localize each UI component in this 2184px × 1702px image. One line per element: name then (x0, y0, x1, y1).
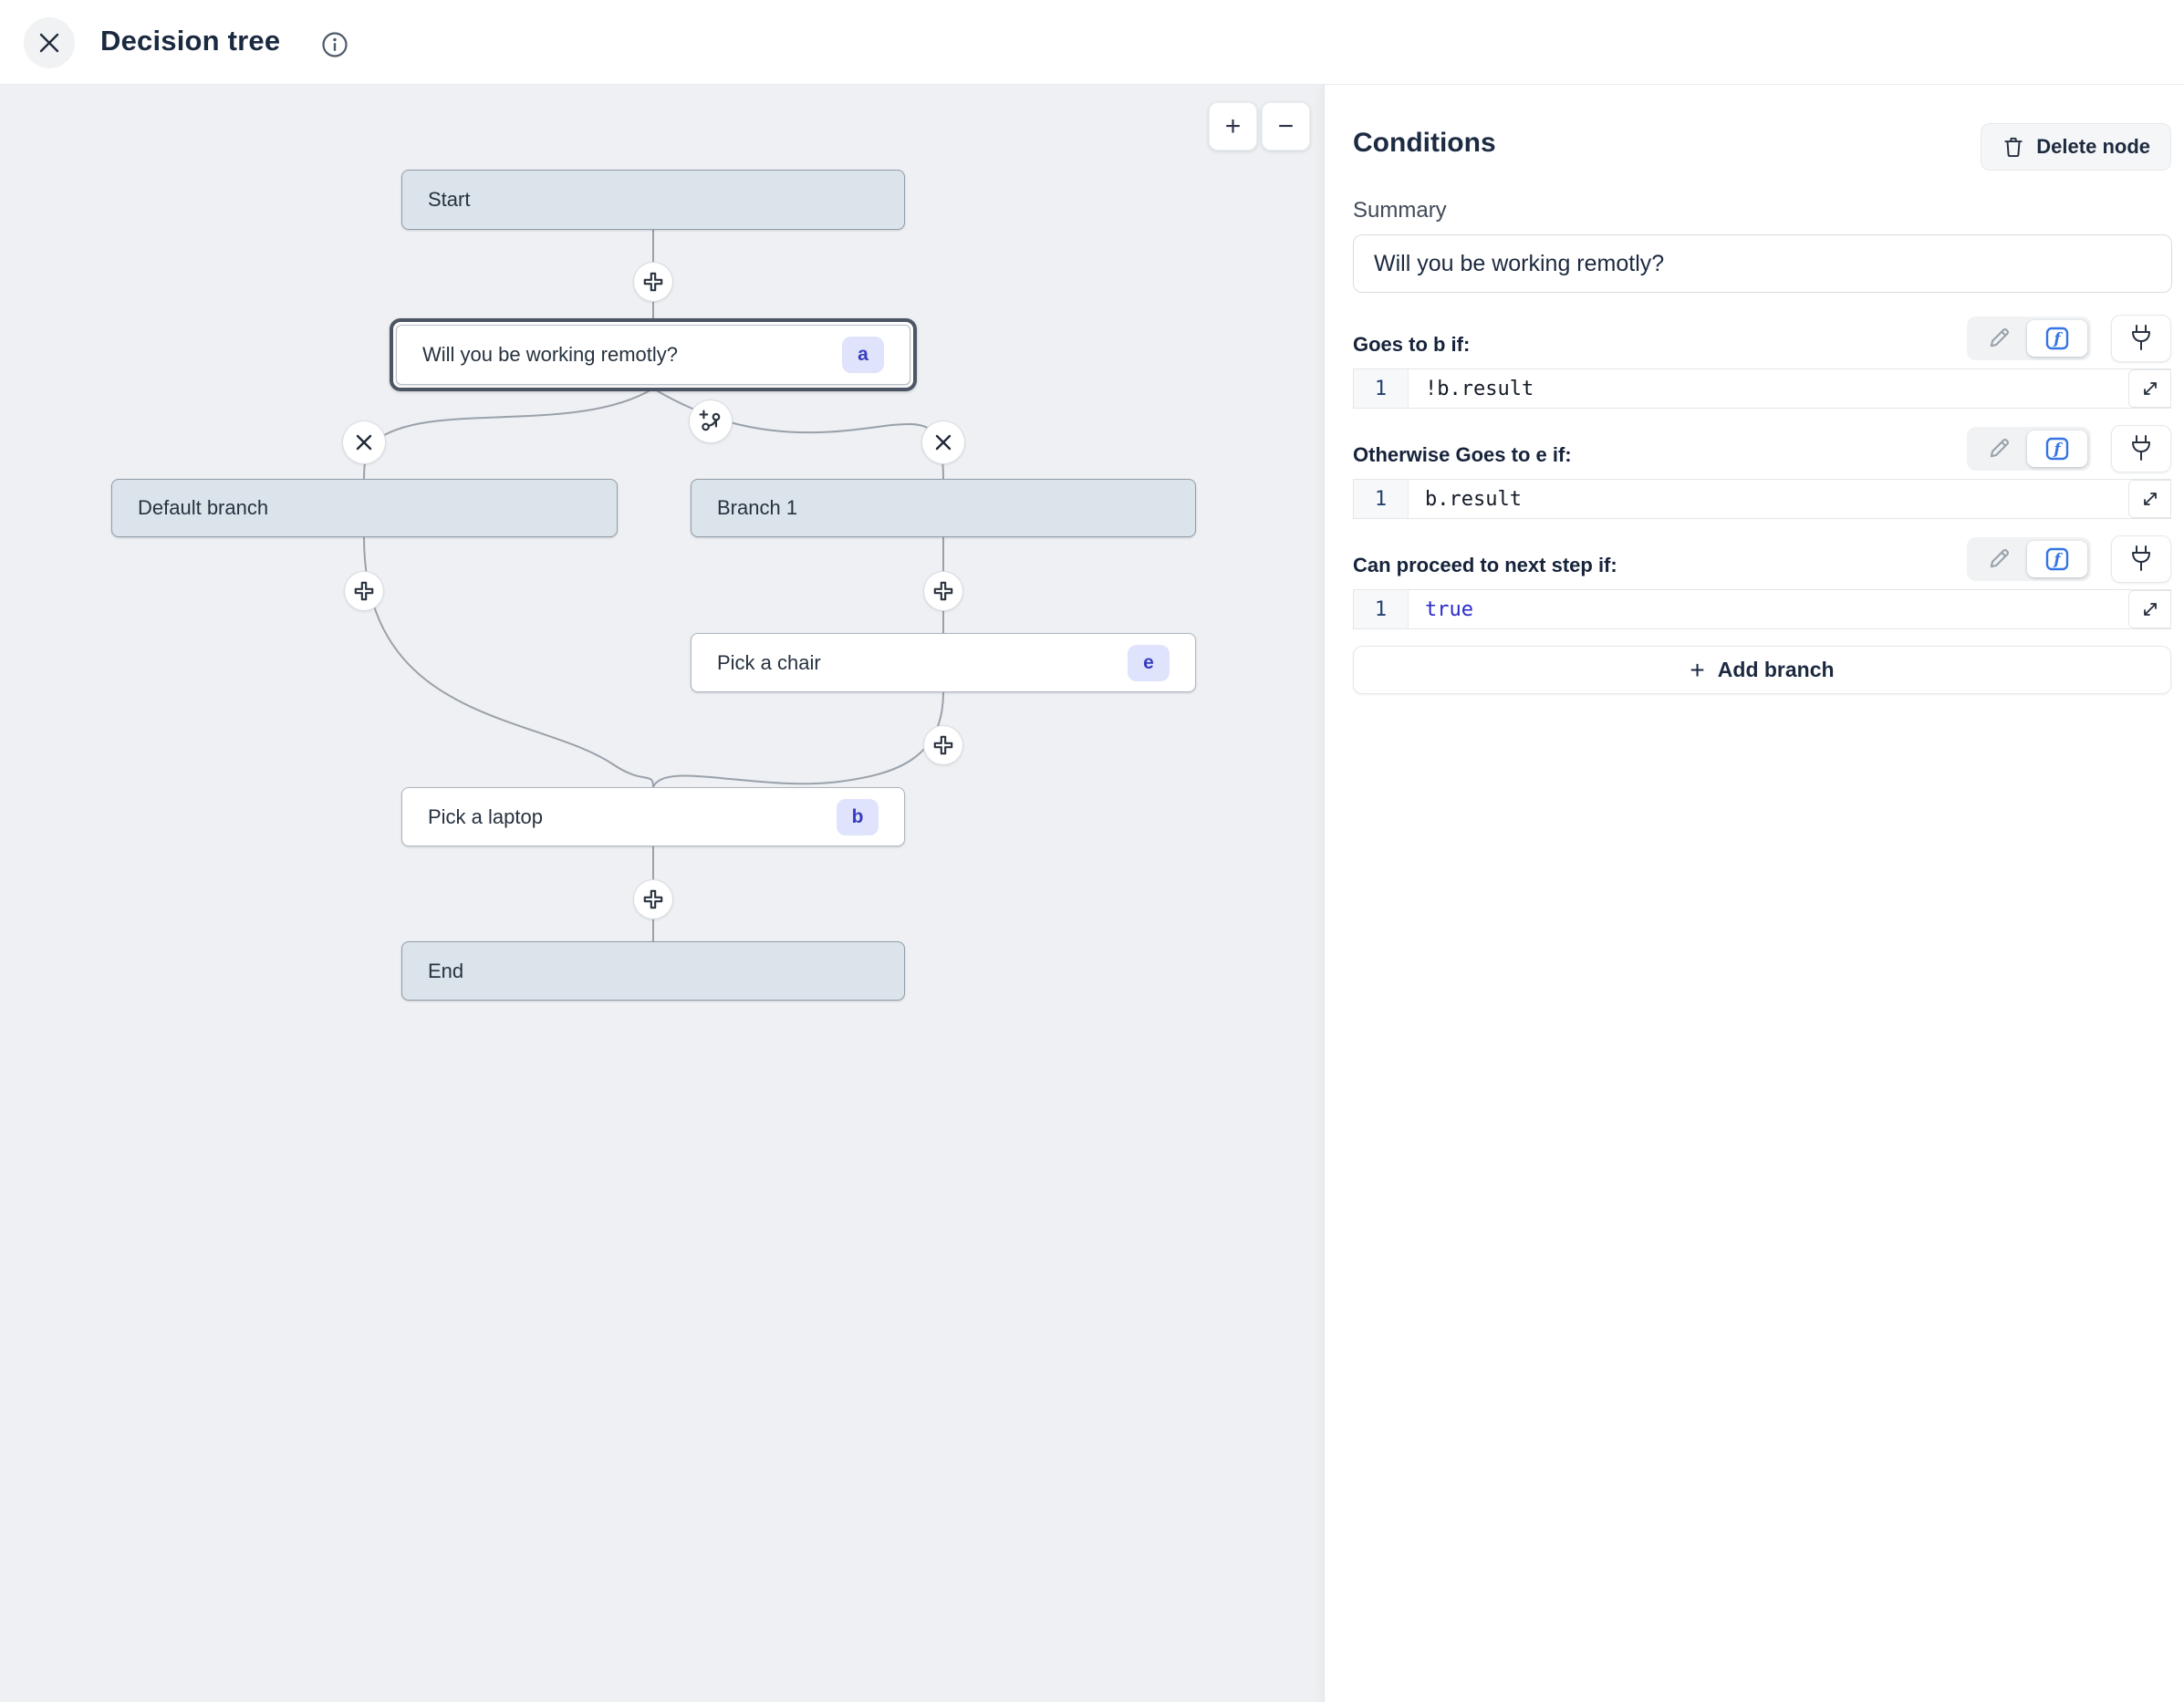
delete-edge-icon (356, 434, 372, 451)
pencil-icon (1990, 438, 2010, 458)
node-badge: a (842, 337, 884, 373)
connect-data-button[interactable] (2111, 315, 2171, 362)
plus-icon: + (1224, 110, 1242, 141)
expand-icon (2143, 382, 2157, 395)
expand-editor-button[interactable] (2128, 369, 2170, 408)
zoom-out-button[interactable]: − (1262, 102, 1310, 150)
pick-a-chair-node[interactable]: Pick a chair e (691, 633, 1196, 692)
branch-1-node[interactable]: Branch 1 (691, 479, 1196, 537)
node-label: Branch 1 (717, 496, 798, 519)
expand-editor-button[interactable] (2128, 590, 2170, 628)
pencil-icon (1990, 327, 2010, 348)
plug-icon (2132, 545, 2150, 571)
editor-mode-toggle: f (1967, 427, 2091, 471)
panel-title: Conditions (1353, 128, 1496, 158)
trash-icon (2004, 137, 2023, 158)
delete-edge-button[interactable] (343, 421, 385, 463)
add-node-icon (643, 889, 663, 909)
summary-label: Summary (1353, 198, 1447, 223)
add-branch-connector-icon (699, 410, 721, 431)
plug-icon (2132, 435, 2150, 461)
minus-icon: − (1277, 110, 1295, 141)
add-node-icon (643, 272, 663, 292)
fx-icon: f (2045, 437, 2069, 461)
condition-label: Goes to b if: (1353, 333, 1471, 356)
add-node-button[interactable] (924, 572, 962, 610)
code-text: b.result (1425, 487, 1522, 511)
svg-text:f: f (2053, 441, 2063, 459)
node-badge: b (837, 798, 879, 835)
header-bar: Decision tree (0, 0, 2184, 85)
start-node[interactable]: Start (401, 170, 905, 230)
add-node-button[interactable] (345, 572, 383, 610)
condition-toolbar: f (1967, 535, 2171, 583)
text-mode-button[interactable] (1971, 320, 2027, 357)
condition-toolbar: f (1967, 315, 2171, 362)
code-editor[interactable]: 1 true (1353, 589, 2171, 629)
line-number: 1 (1354, 590, 1409, 628)
delete-edge-icon (935, 434, 952, 451)
text-mode-button[interactable] (1971, 431, 2027, 467)
node-label: End (428, 959, 464, 982)
add-node-button[interactable] (634, 880, 672, 918)
add-node-button[interactable] (634, 263, 672, 301)
expand-editor-button[interactable] (2128, 480, 2170, 518)
add-branch-button[interactable]: + Add branch (1353, 646, 2171, 694)
end-node[interactable]: End (401, 941, 905, 1001)
node-label: Will you be working remotly? (422, 343, 678, 366)
text-mode-button[interactable] (1971, 541, 2027, 577)
question-node-selected[interactable]: Will you be working remotly? a (390, 318, 917, 391)
fx-mode-button[interactable]: f (2027, 431, 2087, 467)
pencil-icon (1990, 548, 2010, 568)
add-node-icon (354, 581, 374, 601)
pick-a-laptop-node[interactable]: Pick a laptop b (401, 787, 905, 846)
expand-icon (2143, 493, 2157, 505)
zoom-in-button[interactable]: + (1209, 102, 1257, 150)
fx-mode-button[interactable]: f (2027, 541, 2087, 577)
default-branch-node[interactable]: Default branch (111, 479, 618, 537)
editor-mode-toggle: f (1967, 537, 2091, 581)
svg-text:f: f (2053, 330, 2063, 348)
code-editor[interactable]: 1 !b.result (1353, 368, 2171, 409)
close-button[interactable] (24, 17, 75, 68)
page-title: Decision tree (100, 25, 281, 57)
line-number: 1 (1354, 480, 1409, 518)
node-badge: e (1128, 644, 1170, 681)
delete-node-button[interactable]: Delete node (1981, 123, 2171, 171)
node-label: Pick a laptop (428, 804, 543, 828)
delete-node-label: Delete node (2036, 135, 2150, 158)
node-label: Pick a chair (717, 650, 821, 674)
condition-label: Can proceed to next step if: (1353, 554, 1617, 576)
close-icon (39, 33, 59, 53)
flow-canvas[interactable]: + − Start Will you be working remotly? a… (0, 85, 1324, 1702)
condition-label: Otherwise Goes to e if: (1353, 443, 1572, 466)
connect-data-button[interactable] (2111, 535, 2171, 583)
plug-icon (2132, 325, 2150, 350)
question-node[interactable]: Will you be working remotly? a (396, 325, 910, 385)
add-branch-connector-button[interactable] (690, 400, 732, 442)
code-text: !b.result (1425, 377, 1534, 400)
info-icon[interactable] (321, 31, 348, 58)
code-text: true (1425, 597, 1473, 621)
node-label: Default branch (138, 496, 269, 519)
fx-icon: f (2045, 327, 2069, 350)
fx-icon: f (2045, 547, 2069, 571)
add-branch-label: Add branch (1717, 658, 1835, 681)
node-label: Start (428, 188, 471, 211)
add-node-icon (933, 735, 953, 755)
line-number: 1 (1354, 369, 1409, 408)
add-node-button[interactable] (924, 726, 962, 764)
svg-text:f: f (2053, 551, 2063, 569)
editor-mode-toggle: f (1967, 317, 2091, 360)
fx-mode-button[interactable]: f (2027, 320, 2087, 357)
condition-toolbar: f (1967, 425, 2171, 472)
plus-icon: + (1690, 655, 1705, 684)
connect-data-button[interactable] (2111, 425, 2171, 472)
conditions-panel: Conditions Delete node Summary Goes to b… (1324, 85, 2184, 1702)
add-node-icon (933, 581, 953, 601)
summary-input[interactable] (1353, 234, 2172, 293)
code-editor[interactable]: 1 b.result (1353, 479, 2171, 519)
expand-icon (2143, 603, 2157, 616)
delete-edge-button[interactable] (922, 421, 964, 463)
